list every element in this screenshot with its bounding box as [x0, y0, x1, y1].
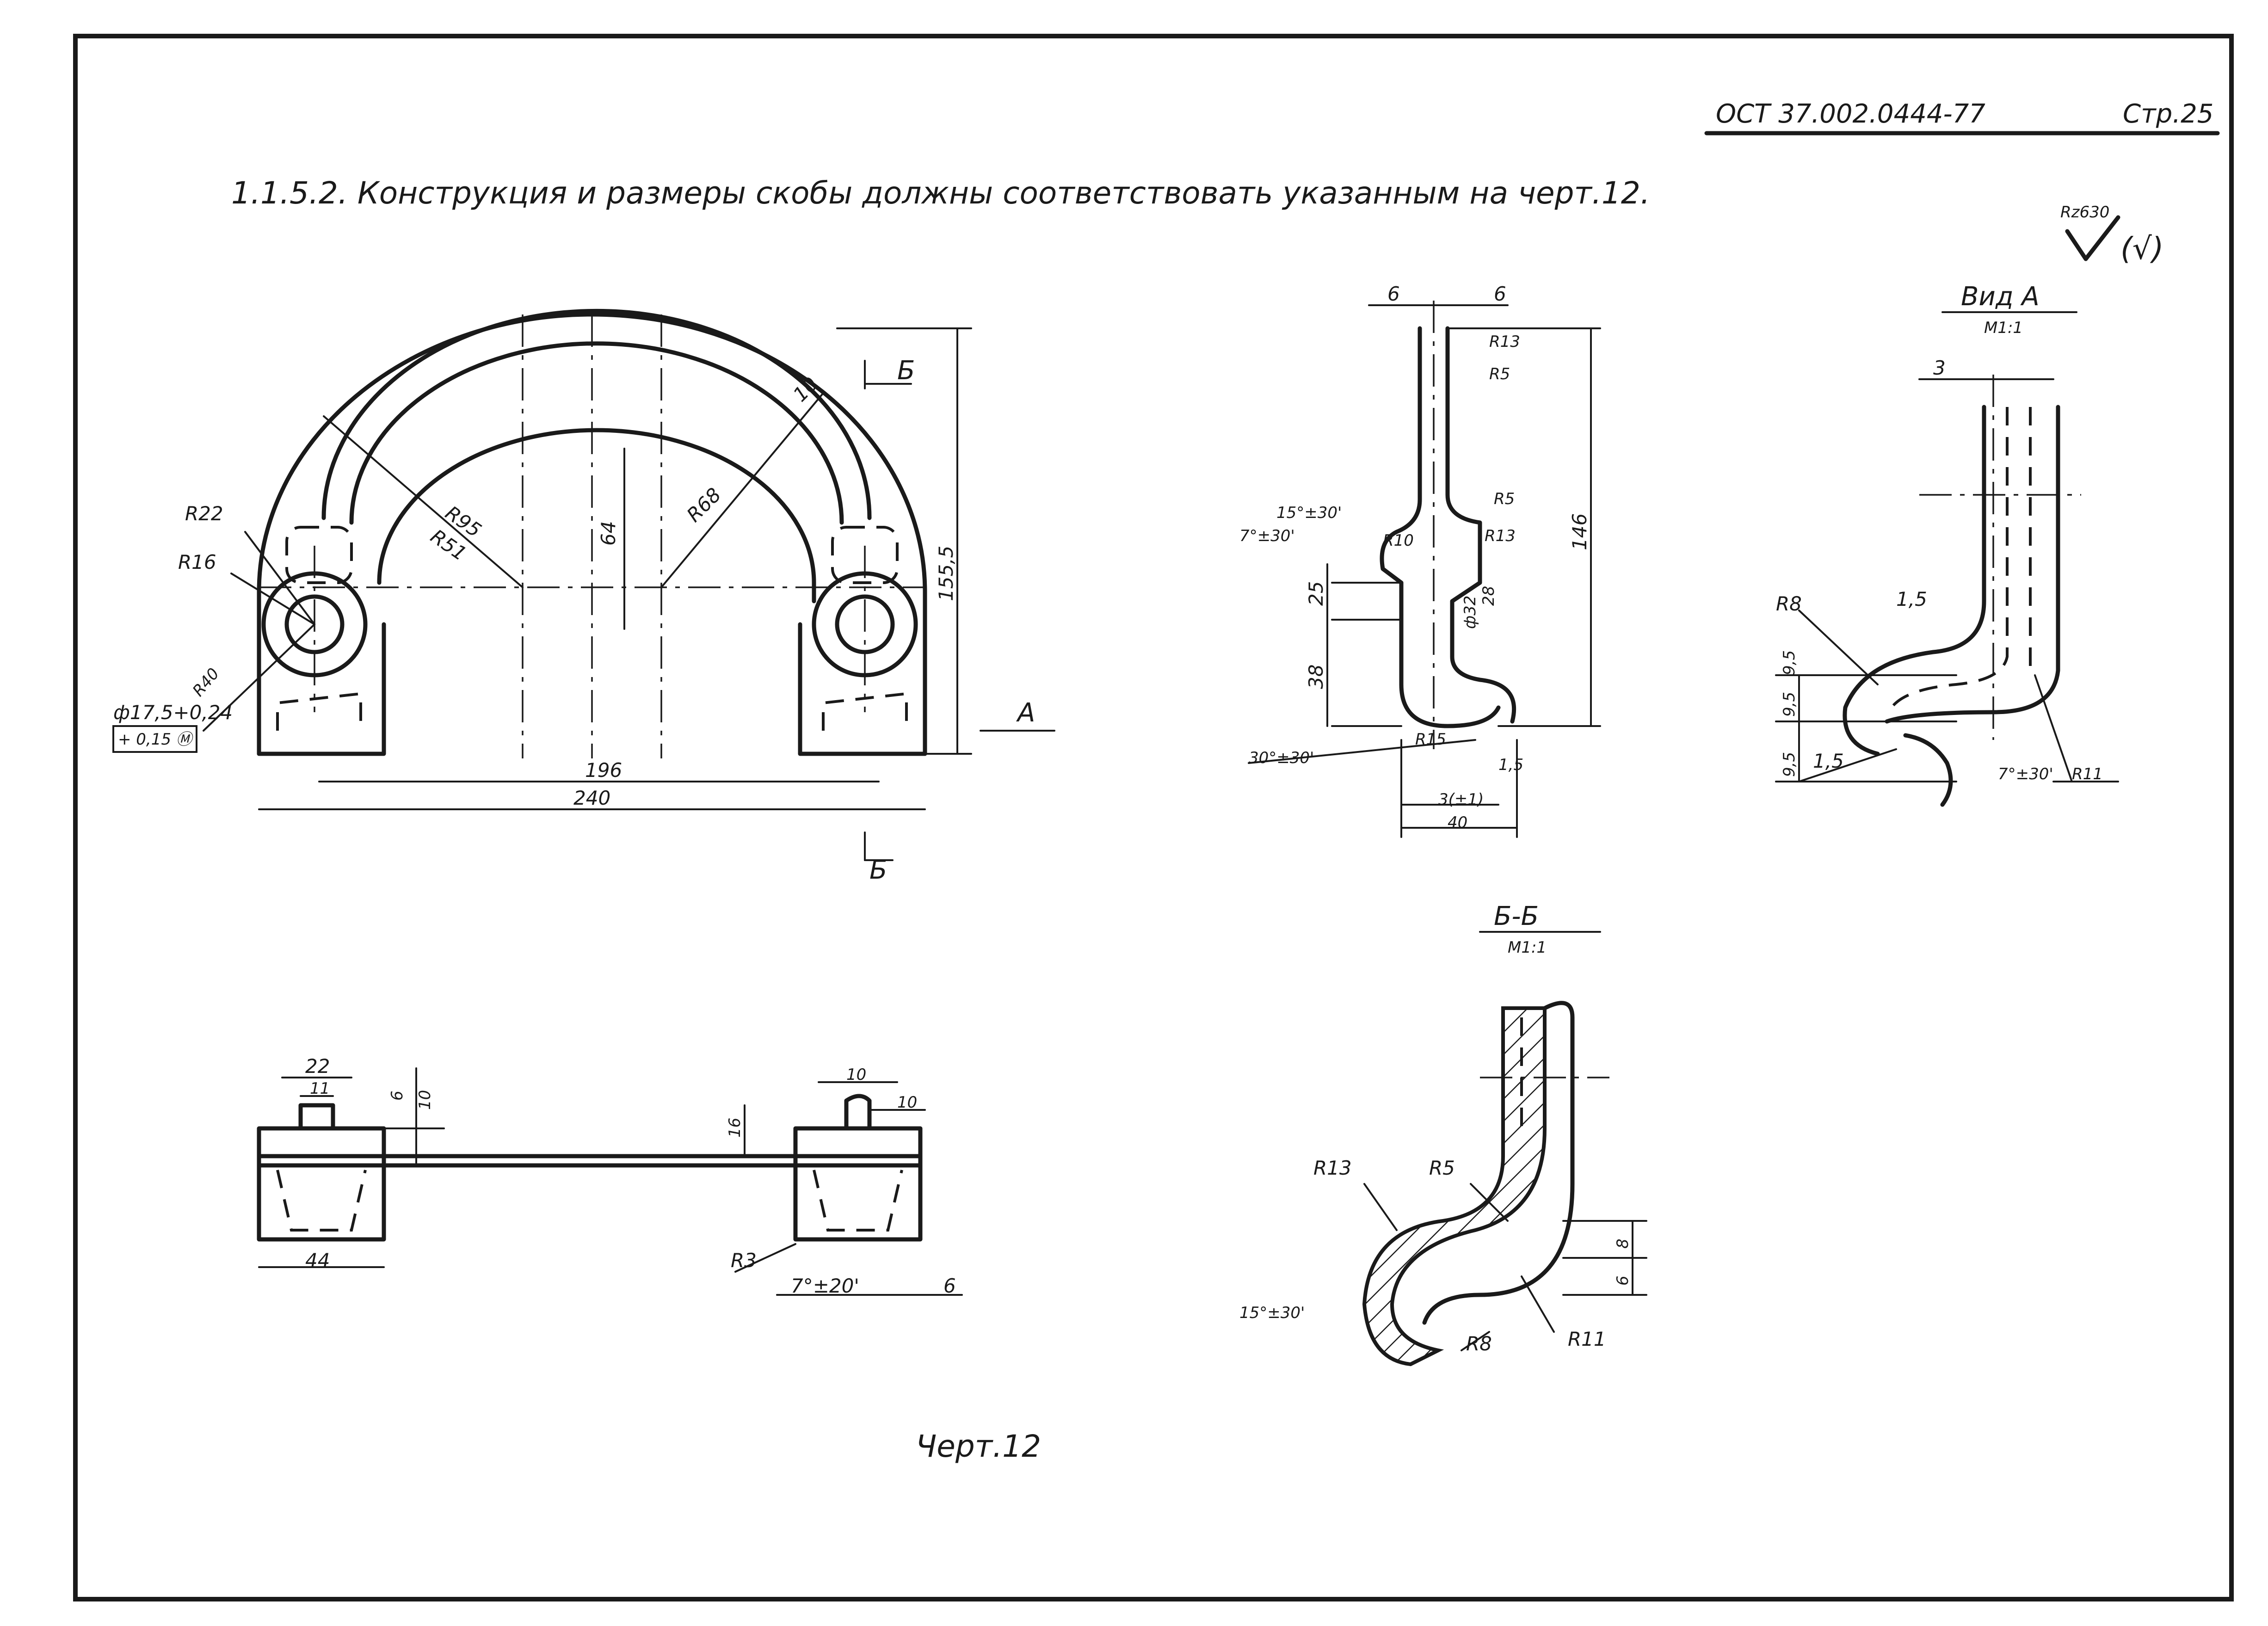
side-view: 6 6 R13 R5 R5 R13 R10 15°±30' 7°±30' 25 … [1239, 283, 1601, 838]
bottom-view: 22 11 6 10 16 10 10 44 R3 7°±20' 6 [257, 1055, 963, 1297]
svg-text:3: 3 [1933, 357, 1946, 379]
svg-text:1,5: 1,5 [1896, 588, 1927, 610]
svg-text:9,5: 9,5 [1780, 692, 1799, 717]
svg-text:28: 28 [1479, 586, 1498, 606]
svg-text:6: 6 [1494, 283, 1506, 305]
svg-text:R5: R5 [1489, 365, 1510, 383]
svg-text:R8: R8 [1466, 1332, 1492, 1355]
page-number: Стр.25 [2123, 99, 2213, 129]
svg-text:+ 0,15 Ⓜ: + 0,15 Ⓜ [118, 730, 194, 749]
svg-text:6: 6 [1387, 283, 1400, 305]
svg-text:22: 22 [305, 1055, 330, 1078]
svg-text:8: 8 [1614, 1238, 1632, 1249]
svg-text:R11: R11 [1568, 1328, 1606, 1350]
svg-text:25: 25 [1305, 581, 1327, 606]
svg-text:9,5: 9,5 [1780, 650, 1799, 675]
svg-text:R13: R13 [1489, 333, 1520, 351]
svg-text:ф32: ф32 [1461, 596, 1479, 629]
svg-text:155,5: 155,5 [935, 546, 957, 601]
svg-text:R13: R13 [1313, 1157, 1352, 1179]
svg-text:М1:1: М1:1 [1508, 938, 1547, 957]
svg-text:Б-Б: Б-Б [1494, 901, 1539, 931]
svg-text:R16: R16 [178, 551, 216, 573]
front-view: R22 R16 R40 R95 R51 R68 10 64 155,5 196 … [112, 308, 1055, 885]
svg-text:146: 146 [1568, 513, 1591, 550]
svg-text:6: 6 [943, 1275, 956, 1297]
svg-text:R3: R3 [731, 1249, 757, 1272]
svg-text:R13: R13 [1485, 527, 1516, 545]
svg-text:Б: Б [869, 855, 887, 885]
svg-text:R11: R11 [2072, 765, 2103, 783]
svg-text:6: 6 [1614, 1275, 1632, 1286]
svg-text:11: 11 [310, 1079, 330, 1098]
svg-text:44: 44 [305, 1249, 330, 1272]
svg-text:R68: R68 [682, 483, 725, 526]
svg-text:38: 38 [1305, 665, 1327, 689]
svg-text:R8: R8 [1776, 592, 1802, 615]
clause-text: 1.1.5.2. Конструкция и размеры скобы дол… [231, 175, 1650, 211]
svg-text:Вид А: Вид А [1961, 282, 2040, 312]
svg-text:1,5: 1,5 [1498, 756, 1523, 774]
svg-text:1,5: 1,5 [1813, 750, 1844, 772]
svg-text:R5: R5 [1429, 1157, 1455, 1179]
svg-text:240: 240 [573, 787, 610, 809]
view-a: Вид А М1:1 3 R8 1,5 9,5 9,5 9,5 1,5 7°±3… [1775, 282, 2119, 807]
svg-text:30°±30': 30°±30' [1249, 749, 1314, 767]
svg-text:10: 10 [846, 1066, 866, 1084]
svg-text:9,5: 9,5 [1780, 752, 1799, 777]
svg-text:16: 16 [726, 1118, 744, 1138]
svg-text:М1:1: М1:1 [1984, 319, 2023, 337]
section-b-b: Б-Б М1:1 R13 R5 8 6 15°±30' R8 R11 [1239, 901, 1647, 1367]
svg-text:R15: R15 [1415, 730, 1446, 749]
svg-text:7°±20': 7°±20' [791, 1275, 859, 1297]
svg-text:А: А [1016, 698, 1035, 728]
svg-text:R22: R22 [185, 502, 223, 525]
svg-text:6: 6 [388, 1090, 407, 1101]
roughness-symbol: Rz630 (√) [2060, 203, 2164, 266]
svg-text:7°±30': 7°±30' [1998, 765, 2053, 783]
svg-text:R40: R40 [189, 665, 223, 700]
sheet-frame [73, 34, 2234, 1601]
svg-text:10: 10 [897, 1093, 917, 1112]
svg-text:7°±30': 7°±30' [1239, 527, 1295, 545]
standard-number: ОСТ 37.002.0444-77 [1716, 99, 1985, 129]
title-block: ОСТ 37.002.0444-77 Стр.25 [1704, 99, 2220, 136]
drawing-caption: Черт.12 [916, 1429, 1041, 1464]
svg-text:(√): (√) [2120, 231, 2164, 266]
svg-text:Rz630: Rz630 [2060, 203, 2109, 222]
svg-text:15°±30': 15°±30' [1276, 504, 1342, 522]
svg-text:64: 64 [597, 521, 620, 546]
svg-text:10: 10 [416, 1090, 434, 1110]
svg-text:R5: R5 [1494, 490, 1515, 508]
svg-text:15°±30': 15°±30' [1239, 1304, 1305, 1322]
svg-text:ф17,5+0,24: ф17,5+0,24 [113, 701, 233, 724]
svg-text:196: 196 [585, 759, 622, 782]
svg-text:Б: Б [897, 356, 915, 386]
svg-text:3(±1): 3(±1) [1438, 790, 1484, 809]
svg-text:40: 40 [1448, 813, 1467, 832]
svg-text:R10: R10 [1383, 531, 1414, 550]
